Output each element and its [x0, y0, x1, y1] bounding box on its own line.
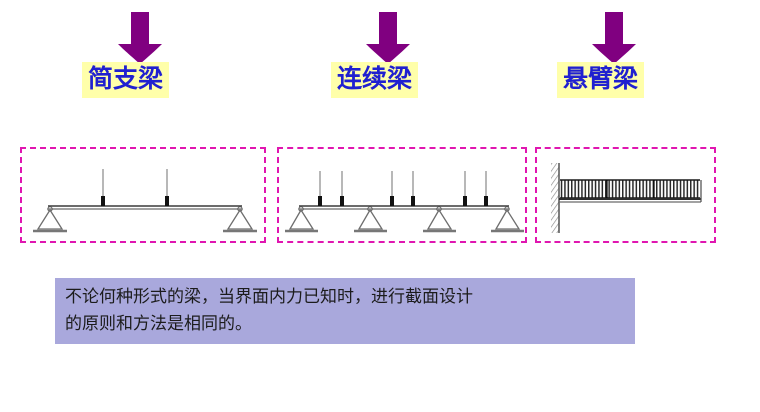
statement-line-1: 不论何种形式的梁，当界面内力已知时，进行截面设计 [65, 287, 473, 307]
beam-type-label-cantilever: 悬臂梁 [557, 62, 645, 98]
statement-box: 不论何种形式的梁，当界面内力已知时，进行截面设计 的原则和方法是相同的。 [55, 278, 635, 344]
simply-supported-beam-diagram [33, 169, 257, 233]
down-arrow-icon [366, 12, 410, 64]
continuous-beam-frame [277, 147, 527, 243]
down-arrow-icon [592, 12, 636, 64]
cantilever-beam-frame [535, 147, 716, 243]
cantilever-beam-diagram [551, 163, 702, 233]
continuous-beam-diagram [285, 171, 524, 233]
simply-supported-beam-frame [20, 147, 266, 243]
statement-line-2: 的原则和方法是相同的。 [65, 314, 252, 334]
down-arrow-icon [118, 12, 162, 64]
beam-type-label-simply-supported: 简支梁 [82, 62, 170, 98]
beam-type-label-continuous: 连续梁 [331, 62, 419, 98]
